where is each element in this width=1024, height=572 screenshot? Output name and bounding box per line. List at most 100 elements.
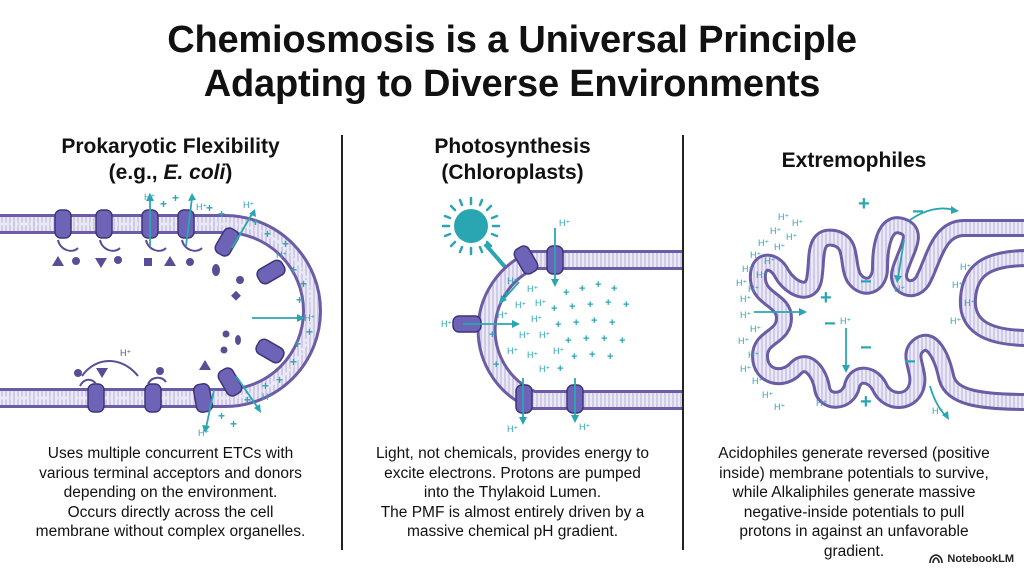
notebooklm-logo-icon [929,554,943,564]
svg-text:H⁺: H⁺ [198,428,209,438]
caption-line: excite electrons. Protons are pumped [343,464,682,484]
svg-text:+: + [565,335,571,347]
svg-text:H⁺: H⁺ [752,376,763,386]
svg-text:+: + [282,237,289,251]
svg-text:+: + [218,409,225,423]
caption-line: depending on the environment. [0,483,341,503]
caption-line: Acidophiles generate reversed (positive [684,444,1024,464]
caption-line: Light, not chemicals, provides energy to [343,444,682,464]
svg-text:H⁺: H⁺ [792,218,803,228]
heading-prokaryotic-line2: (e.g., E. coli) [0,160,341,186]
svg-text:+: + [493,359,499,371]
svg-text:+: + [609,317,615,329]
svg-text:+: + [172,191,179,205]
svg-text:+: + [294,337,301,351]
svg-text:+: + [573,317,579,329]
svg-text:H⁺: H⁺ [304,313,315,323]
svg-text:H⁺: H⁺ [770,226,781,236]
svg-text:H⁺: H⁺ [756,270,767,280]
svg-text:+: + [262,379,269,393]
svg-text:−: − [860,337,872,359]
caption-prokaryotic: Uses multiple concurrent ETCs with vario… [0,444,341,542]
svg-text:H⁺: H⁺ [535,298,546,308]
svg-text:+: + [860,391,872,413]
svg-text:+: + [276,373,283,387]
svg-text:+: + [206,201,213,215]
svg-text:H⁺: H⁺ [764,256,775,266]
svg-text:H⁺: H⁺ [262,392,273,402]
svg-text:H⁺: H⁺ [750,250,761,260]
caption-line: inside) membrane potentials to survive, [684,464,1024,484]
svg-text:−: − [904,351,916,373]
svg-text:H⁺: H⁺ [120,348,131,358]
svg-text:+: + [218,207,225,221]
svg-text:+: + [555,319,561,331]
caption-line: Occurs directly across the cell [0,503,341,523]
title-line-2: Adapting to Diverse Environments [0,62,1024,106]
caption-line: protons in against an unfavorable [684,522,1024,542]
svg-text:+: + [571,351,577,363]
caption-line: into the Thylakoid Lumen. [343,483,682,503]
brand-watermark: NotebookLM [929,553,1014,565]
svg-text:+: + [591,315,597,327]
species-name: E. coli [163,161,225,184]
caption-line: The PMF is almost entirely driven by a [343,503,682,523]
svg-text:+: + [296,293,303,307]
caption-extremophiles: Acidophiles generate reversed (positive … [684,444,1024,561]
svg-text:H⁺: H⁺ [519,330,530,340]
svg-text:H⁺: H⁺ [539,364,550,374]
svg-text:H⁺: H⁺ [950,316,961,326]
svg-text:+: + [601,333,607,345]
heading-extremophiles: Extremophiles [684,148,1024,174]
sun-icon [443,198,513,276]
folded-membrane [758,225,1024,402]
heading-photosynthesis: Photosynthesis (Chloroplasts) [343,134,682,186]
svg-text:H⁺: H⁺ [507,346,518,356]
page-title: Chemiosmosis is a Universal Principle Ad… [0,18,1024,106]
svg-text:+: + [563,287,569,299]
svg-text:H⁺: H⁺ [894,284,905,294]
heading-extremophiles-line1: Extremophiles [684,148,1024,174]
svg-text:+: + [607,351,613,363]
caption-line: membrane without complex organelles. [0,522,341,542]
extremophile-membrane-diagram: H⁺ H⁺ H⁺ H⁺ H⁺ H⁺ H⁺ H⁺ H⁺ H⁺ H⁺ H⁺ H⁺ H… [684,188,1024,440]
svg-text:H⁺: H⁺ [527,350,538,360]
svg-text:−: − [912,201,924,223]
svg-text:+: + [290,263,297,277]
svg-text:+: + [300,277,307,291]
svg-text:+: + [551,303,557,315]
svg-text:H⁺: H⁺ [531,314,542,324]
heading-photosynthesis-line2: (Chloroplasts) [343,160,682,186]
svg-text:+: + [858,193,870,215]
svg-text:H⁺: H⁺ [840,316,851,326]
svg-text:H⁺: H⁺ [816,398,827,408]
caption-line: negative-inside potentials to pull [684,503,1024,523]
svg-text:H⁺: H⁺ [786,232,797,242]
svg-text:+: + [306,325,313,339]
caption-line: various terminal acceptors and donors [0,464,341,484]
svg-text:H⁺: H⁺ [144,192,155,202]
svg-text:H⁺: H⁺ [960,262,971,272]
svg-text:H⁺: H⁺ [515,300,526,310]
svg-text:+: + [579,283,585,295]
svg-text:−: − [824,313,836,335]
svg-text:+: + [605,297,611,309]
svg-text:H⁺: H⁺ [758,238,769,248]
title-line-1: Chemiosmosis is a Universal Principle [0,18,1024,62]
svg-text:H⁺: H⁺ [243,200,254,210]
svg-text:H⁺: H⁺ [742,264,753,274]
svg-text:+: + [230,417,237,431]
svg-text:+: + [557,363,563,375]
svg-text:H⁺: H⁺ [553,346,564,356]
heading-prokaryotic-line1: Prokaryotic Flexibility [0,134,341,160]
svg-text:H⁺: H⁺ [774,242,785,252]
svg-text:+: + [264,227,271,241]
svg-text:+: + [252,215,259,229]
svg-text:H⁺: H⁺ [748,350,759,360]
svg-text:+: + [820,287,832,309]
heading-photosynthesis-line1: Photosynthesis [343,134,682,160]
svg-text:H⁺: H⁺ [579,422,590,432]
svg-text:+: + [611,283,617,295]
svg-text:+: + [290,355,297,369]
svg-text:+: + [587,299,593,311]
